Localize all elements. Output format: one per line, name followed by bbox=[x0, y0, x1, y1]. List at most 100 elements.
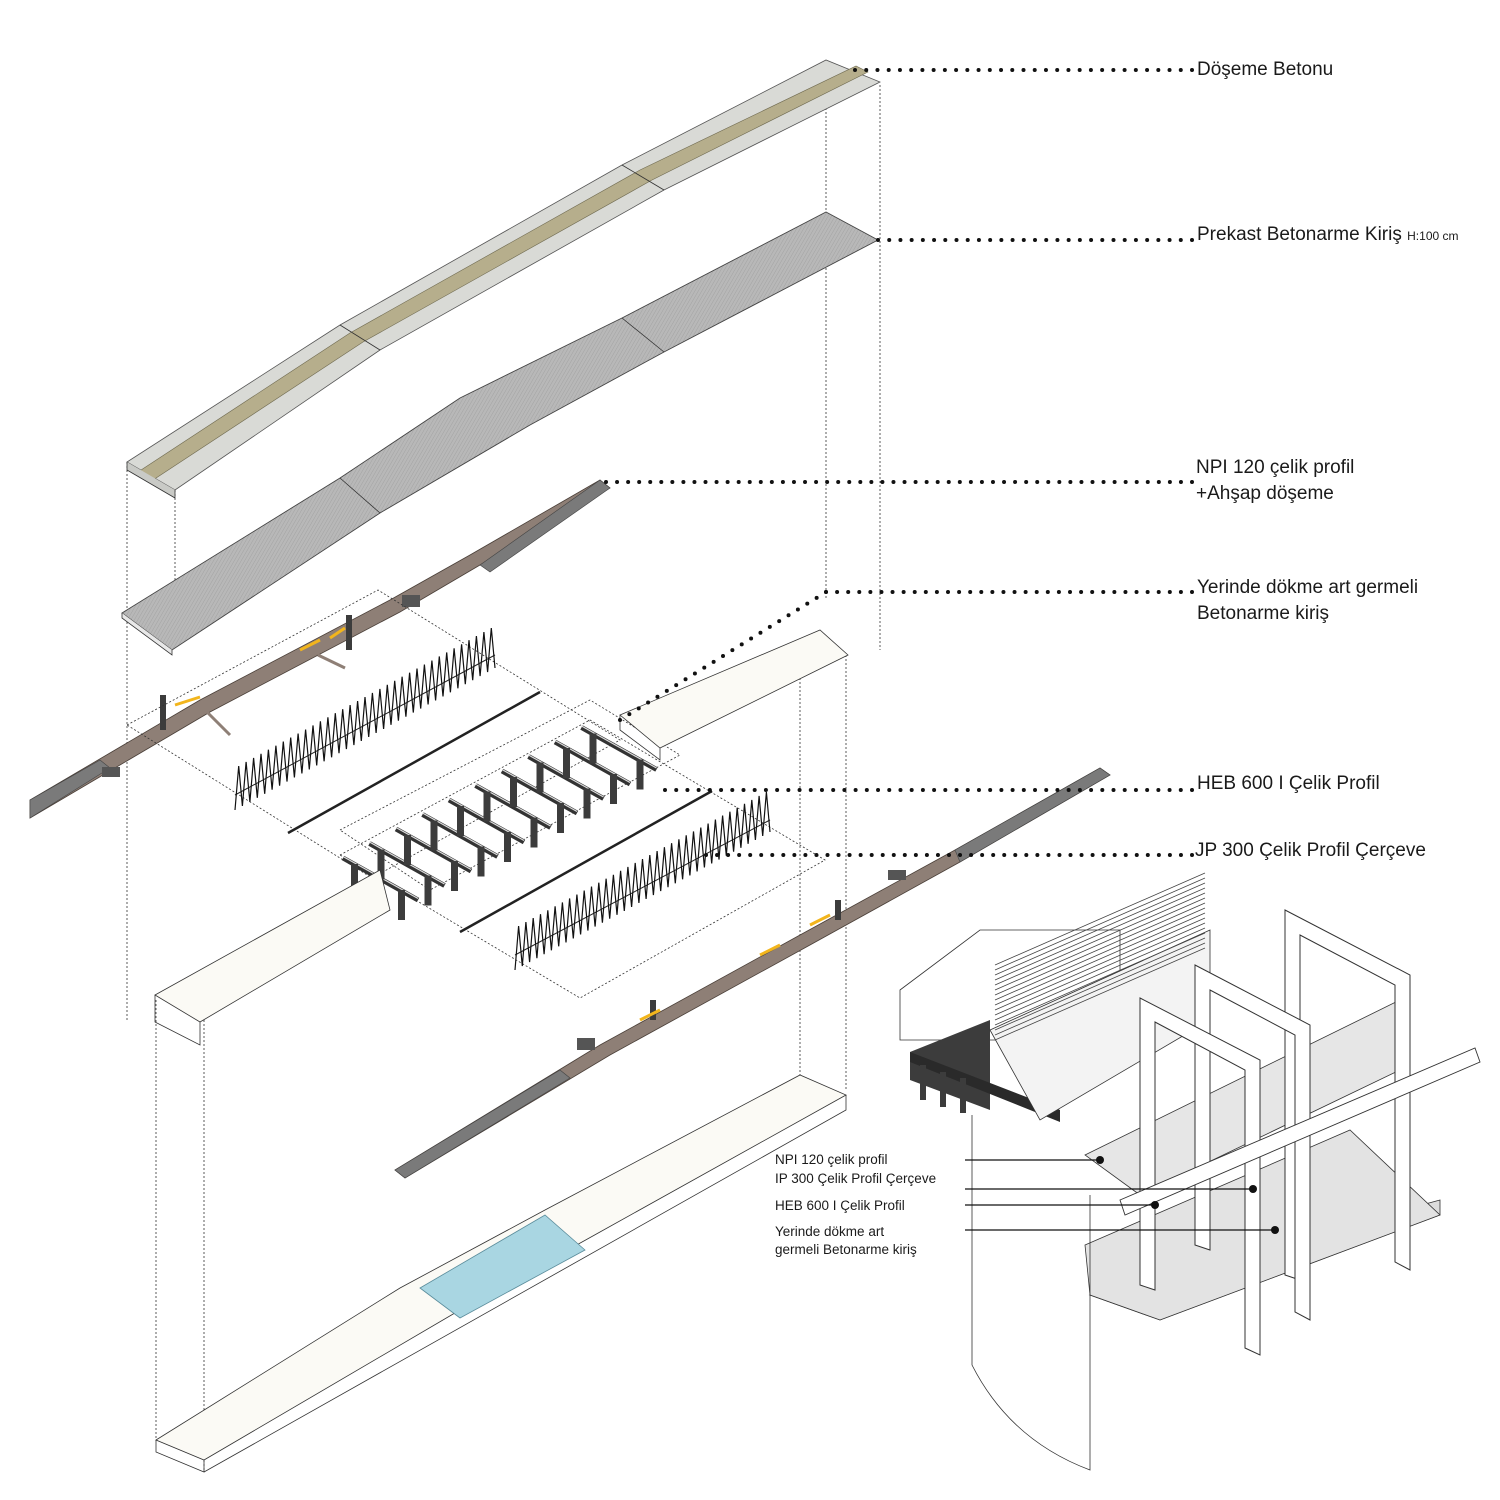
heb-600-crossbeams bbox=[341, 725, 658, 920]
leader-dot bbox=[1190, 853, 1194, 857]
leader-dot bbox=[923, 590, 928, 594]
leader-dot bbox=[857, 590, 862, 594]
leader-dot bbox=[1035, 853, 1040, 857]
leader-dot bbox=[886, 68, 891, 72]
leader-dot bbox=[1190, 68, 1194, 72]
leader-dot bbox=[1122, 68, 1127, 72]
leader-dot bbox=[777, 619, 782, 624]
leader-dot bbox=[946, 480, 951, 484]
leader-dot bbox=[692, 671, 697, 676]
leader-dot bbox=[909, 68, 914, 72]
leader-dot bbox=[730, 648, 735, 653]
leader-dot bbox=[902, 480, 907, 484]
crossbeam-post bbox=[636, 759, 644, 790]
leader-dot bbox=[655, 694, 660, 699]
leader-dot bbox=[869, 853, 874, 857]
leader-dot bbox=[805, 601, 810, 606]
leader-dot bbox=[681, 480, 686, 484]
detail-view bbox=[899, 872, 1481, 1471]
leader-dot bbox=[1178, 480, 1183, 484]
leader-dot bbox=[1101, 480, 1106, 484]
leader-dot bbox=[965, 68, 970, 72]
leader-dot bbox=[775, 788, 780, 792]
leader-dot bbox=[1190, 238, 1194, 242]
leader-dot bbox=[1156, 788, 1161, 792]
leader-dot bbox=[864, 788, 869, 792]
crossbeam-post bbox=[451, 861, 458, 891]
railing-upper-left bbox=[234, 627, 496, 811]
leader-dot bbox=[1101, 853, 1106, 857]
railing-lower-right bbox=[514, 791, 771, 971]
leader-dot bbox=[1046, 480, 1051, 484]
detail-label-yerinde-1: Yerinde dökme art bbox=[775, 1224, 885, 1239]
leader-dot bbox=[942, 68, 947, 72]
leader-dot bbox=[618, 718, 622, 722]
leader-dot bbox=[836, 480, 841, 484]
leader-dot bbox=[954, 238, 959, 242]
detail-hatch-line bbox=[994, 932, 1206, 1026]
label-line-2: +Ahşap döşeme bbox=[1196, 483, 1334, 504]
leader-dot bbox=[1156, 238, 1161, 242]
leader-dot bbox=[990, 590, 995, 594]
detail-hatch-line bbox=[994, 912, 1206, 1006]
leader-dot bbox=[979, 480, 984, 484]
leader-dot bbox=[1145, 238, 1150, 242]
leader-dot bbox=[898, 238, 903, 242]
leader-dot bbox=[931, 68, 936, 72]
crossbeam-post bbox=[477, 846, 485, 877]
leader-dot bbox=[1010, 788, 1015, 792]
leader-dot bbox=[747, 480, 752, 484]
leader-dot bbox=[1167, 788, 1172, 792]
detail-hatch-line bbox=[994, 872, 1206, 966]
leader-dot bbox=[1100, 68, 1105, 72]
leader-dot bbox=[791, 480, 796, 484]
leader-dot bbox=[912, 590, 917, 594]
leader-dot bbox=[1100, 788, 1105, 792]
leader-dot bbox=[1167, 68, 1172, 72]
crossbeam-post bbox=[536, 762, 544, 793]
leader-dot bbox=[730, 788, 735, 792]
crossbeam-post bbox=[510, 777, 517, 807]
water-pool bbox=[419, 1214, 586, 1319]
leader-dot bbox=[1043, 68, 1048, 72]
leader-dot bbox=[999, 68, 1004, 72]
detail-hatch-line bbox=[994, 887, 1206, 981]
leader-dot bbox=[767, 624, 772, 629]
leader-dot bbox=[1046, 853, 1051, 857]
leader-dot bbox=[803, 480, 808, 484]
detail-label-ip-300: IP 300 Çelik Profil Çerçeve bbox=[775, 1171, 937, 1186]
leader-dot bbox=[869, 480, 874, 484]
leader-dot bbox=[1133, 238, 1138, 242]
leader-dot bbox=[1134, 480, 1139, 484]
leader-dot bbox=[763, 788, 768, 792]
leader-dot bbox=[875, 68, 880, 72]
label-text: JP 300 Çelik Profil Çerçeve bbox=[1195, 840, 1426, 861]
leader-dot bbox=[1021, 238, 1026, 242]
leader-dot bbox=[891, 853, 896, 857]
leader-dot bbox=[1013, 853, 1018, 857]
leader-dot bbox=[808, 788, 813, 792]
leader-dot bbox=[1089, 788, 1094, 792]
leader-dot bbox=[1178, 238, 1183, 242]
leader-dot bbox=[957, 480, 962, 484]
label-text: Prekast Betonarme Kiriş bbox=[1197, 224, 1402, 245]
detail-hatch-line bbox=[994, 892, 1206, 986]
crossbeam-post bbox=[457, 806, 464, 836]
detail-hatch-line bbox=[994, 917, 1206, 1011]
leader-dot bbox=[880, 853, 885, 857]
leader-dot bbox=[1145, 590, 1150, 594]
label-text: Döşeme Betonu bbox=[1197, 59, 1334, 80]
leader-dot bbox=[876, 238, 880, 242]
detail-hatch-line bbox=[994, 927, 1206, 1021]
leader-dot bbox=[965, 788, 970, 792]
leader-dot bbox=[868, 590, 873, 594]
leader-dot bbox=[702, 665, 707, 670]
detail-hatch-line bbox=[994, 897, 1206, 991]
leader-dot bbox=[1112, 853, 1117, 857]
leader-dot bbox=[1057, 853, 1062, 857]
leader-dot bbox=[1089, 238, 1094, 242]
detail-hatch-line bbox=[994, 947, 1206, 1041]
leader-dot bbox=[1002, 853, 1007, 857]
leader-dot bbox=[1066, 68, 1071, 72]
